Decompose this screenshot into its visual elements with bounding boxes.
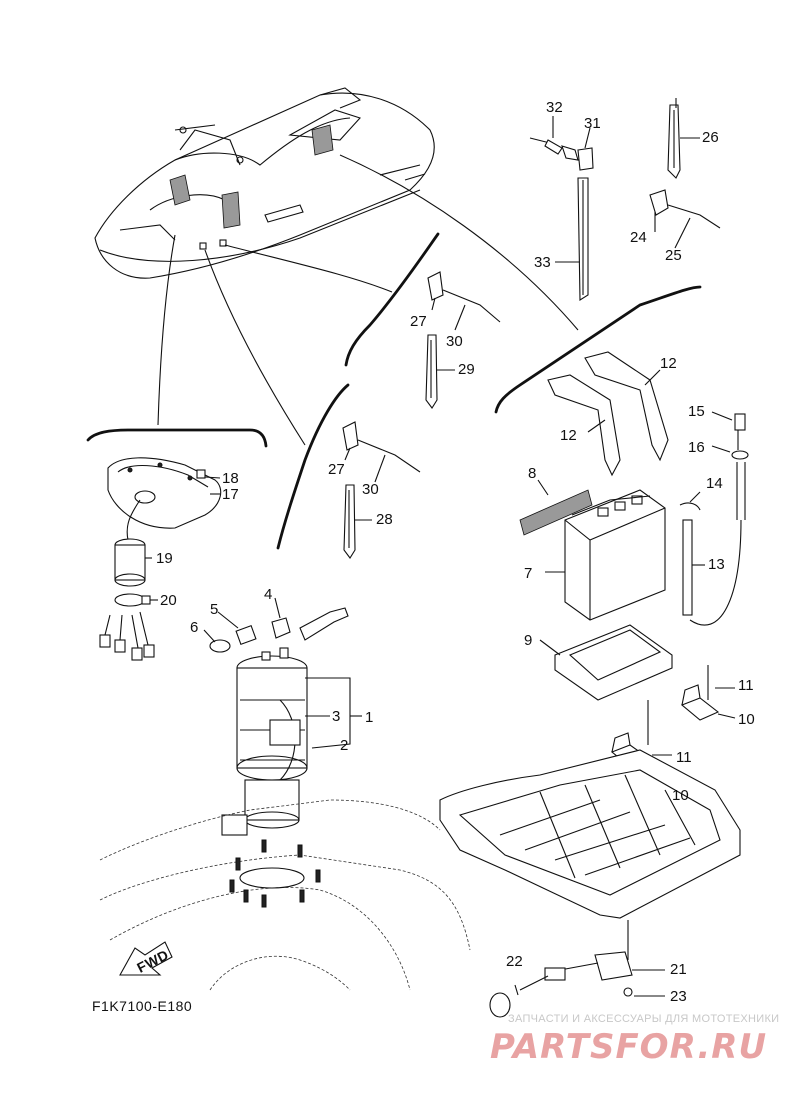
callout-27-lower: 27	[328, 461, 345, 478]
callout-5: 5	[210, 601, 218, 618]
callout-27-upper: 27	[410, 313, 427, 330]
callout-29: 29	[458, 361, 475, 378]
callout-28: 28	[376, 511, 393, 528]
hull-floor	[99, 799, 471, 991]
callout-4: 4	[264, 586, 272, 603]
callout-19: 19	[156, 550, 173, 567]
watercraft-overview	[94, 87, 435, 279]
callout-33: 33	[534, 254, 551, 271]
reference-code: F1K7100-E180	[92, 998, 192, 1014]
callout-26: 26	[702, 129, 719, 146]
clip-group-27-30-29-upper	[425, 271, 501, 409]
callout-21: 21	[670, 961, 687, 978]
watermark-brand: PARTSFOR.RU	[490, 1027, 767, 1067]
callout-17: 17	[222, 486, 239, 503]
callout-15: 15	[688, 403, 705, 420]
battery-section	[439, 351, 749, 960]
callout-25: 25	[665, 247, 682, 264]
callout-23: 23	[670, 988, 687, 1005]
callout-16: 16	[688, 439, 705, 456]
callout-10-right: 10	[738, 711, 755, 728]
callout-14: 14	[706, 475, 723, 492]
callout-7: 7	[524, 565, 532, 582]
callout-22: 22	[506, 953, 523, 970]
callout-6: 6	[190, 619, 198, 636]
callout-8: 8	[528, 465, 536, 482]
watermark: ЗАПЧАСТИ И АКСЕССУАРЫ ДЛЯ МОТОТЕХНИКИ PA…	[490, 1013, 779, 1067]
callout-9: 9	[524, 632, 532, 649]
fwd-arrow: FWD	[119, 941, 173, 976]
sensor-group-21-23	[489, 951, 665, 1018]
callout-18: 18	[222, 470, 239, 487]
overview-leader-lines	[157, 154, 579, 446]
callout-30-upper: 30	[446, 333, 463, 350]
callout-32: 32	[546, 99, 563, 116]
callout-20: 20	[160, 592, 177, 609]
callout-12-upper: 12	[660, 355, 677, 372]
callout-3: 3	[332, 708, 340, 725]
clip-group-32-31-33	[529, 116, 594, 301]
cover-group-17-20	[99, 457, 222, 661]
watermark-tagline: ЗАПЧАСТИ И АКСЕССУАРЫ ДЛЯ МОТОТЕХНИКИ	[508, 1013, 779, 1025]
callout-13: 13	[708, 556, 725, 573]
callout-11-lower: 11	[676, 749, 692, 766]
callout-31: 31	[584, 115, 601, 132]
callout-2: 2	[340, 737, 348, 754]
section-brackets	[86, 232, 702, 550]
callout-12-lower: 12	[560, 427, 577, 444]
callout-10-lower: 10	[672, 787, 689, 804]
callout-24: 24	[630, 229, 647, 246]
callout-labels: 1 2 3 4 5 6 7 8 9 10 10 11 11 12 12 13 1…	[156, 99, 755, 1005]
fuel-pump-assembly	[203, 597, 362, 836]
clip-group-27-30-28-lower	[342, 421, 421, 559]
clip-group-26-24-25	[649, 98, 721, 249]
callout-11-right: 11	[738, 677, 754, 694]
callout-30-lower: 30	[362, 481, 379, 498]
callout-1: 1	[365, 709, 373, 726]
